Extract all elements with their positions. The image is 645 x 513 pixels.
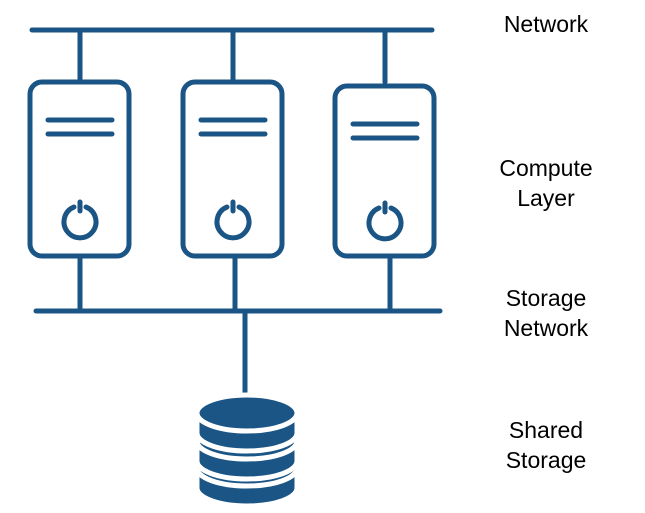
shared-storage-label: Shared Storage	[505, 417, 587, 473]
compute-layer-label: Compute Layer	[499, 155, 593, 211]
power-icon	[366, 200, 404, 242]
server-icon	[27, 79, 132, 259]
network-label: Network	[503, 11, 589, 37]
storage-network-label: Storage Network	[503, 285, 589, 341]
power-icon	[61, 199, 99, 241]
server-icon	[332, 83, 437, 259]
power-icon	[214, 199, 252, 241]
server-icon	[180, 79, 285, 259]
database-icon	[194, 392, 300, 509]
